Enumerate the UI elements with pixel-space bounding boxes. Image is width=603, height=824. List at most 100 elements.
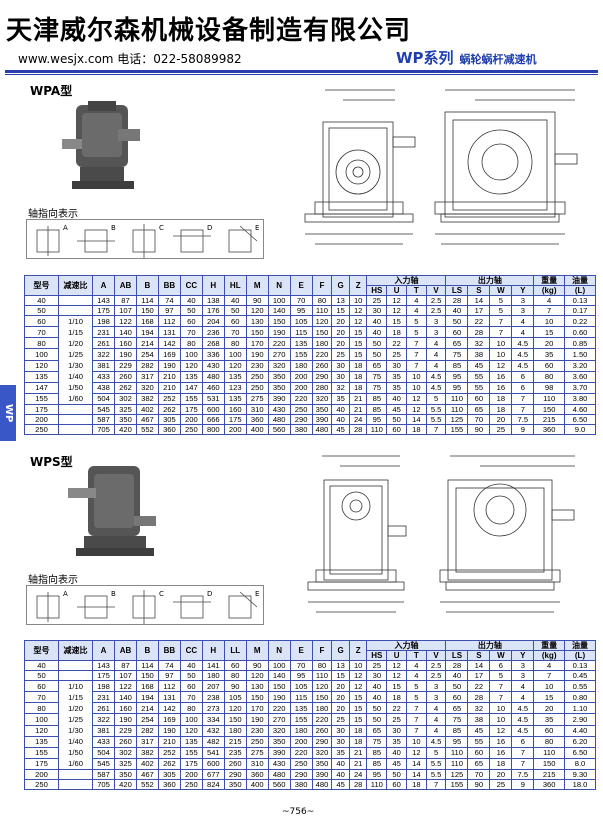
table-cell: 310 (245, 757, 269, 771)
cell-model: 70 (23, 691, 60, 704)
table-cell: 80 (179, 337, 203, 350)
table-cell: 50 (386, 769, 407, 780)
table-cell: 65 (445, 702, 469, 715)
table-cell: 14 (467, 295, 491, 306)
table-cell: 3 (425, 314, 447, 328)
cell-model: 100 (23, 348, 60, 361)
table-cell: 65 (366, 359, 388, 372)
wpa-header-l: (L) (564, 285, 596, 296)
table-cell: 5 (405, 691, 427, 704)
table-cell: 2.5 (425, 305, 447, 316)
table-cell: 360 (245, 414, 269, 425)
table-cell: 230 (245, 359, 269, 372)
table-cell: 28 (467, 326, 491, 339)
table-cell: 168 (135, 679, 159, 693)
wps-header-hs: HS (366, 650, 388, 661)
table-cell: 0.22 (564, 314, 596, 328)
table-cell: 110 (445, 757, 469, 771)
table-cell: 3 (425, 691, 447, 704)
table-cell: 3.70 (564, 381, 596, 394)
table-cell: 14 (405, 414, 427, 425)
wps-axis-letter-a: A (63, 590, 68, 598)
table-cell: 5 (489, 670, 513, 681)
table-cell: 15 (348, 691, 368, 704)
table-cell: 6.20 (564, 735, 596, 748)
table-cell: 110 (311, 305, 333, 316)
table-cell: 100 (267, 295, 291, 306)
table-cell: 3.20 (564, 359, 596, 372)
table-cell: 70 (289, 295, 313, 306)
wpa-header-t: T (405, 285, 427, 296)
table-cell: 190 (114, 713, 137, 726)
table-cell: 50 (223, 305, 247, 316)
wps-header-output-shaft: 出力轴 (445, 640, 535, 651)
table-cell: 4.5 (425, 370, 447, 383)
table-cell: 180 (311, 702, 333, 715)
cell-model: 135 (23, 370, 60, 383)
table-cell: 4 (533, 660, 566, 671)
table-cell: 3 (511, 305, 535, 316)
cell-model: 80 (23, 702, 60, 715)
table-cell: 282 (135, 359, 159, 372)
table-cell: 30 (386, 359, 407, 372)
table-cell: 45 (386, 404, 407, 415)
table-cell: 20 (533, 337, 566, 350)
table-cell: 15 (533, 691, 566, 704)
table-cell: 322 (92, 713, 116, 726)
cell-ratio-empty (58, 769, 94, 780)
table-cell: 40 (331, 414, 350, 425)
table-cell: 18 (348, 735, 368, 748)
table-cell: 5 (405, 326, 427, 339)
table-cell: 30 (331, 724, 350, 737)
table-cell: 110 (445, 404, 469, 415)
table-cell: 250 (245, 370, 269, 383)
wpa-axis-letter-a: A (63, 224, 68, 232)
table-cell: 12 (386, 295, 407, 306)
table-cell: 12 (405, 404, 427, 415)
table-cell: 480 (311, 424, 333, 435)
table-cell: 4 (425, 359, 447, 372)
table-cell: 14 (405, 757, 427, 771)
wps-header-a: A (92, 640, 116, 661)
table-cell: 7 (511, 757, 535, 771)
table-cell: 30 (386, 724, 407, 737)
wpa-header-m: M (245, 275, 269, 296)
table-cell: 3 (511, 660, 535, 671)
table-cell: 7 (425, 779, 447, 790)
table-cell: 122 (114, 679, 137, 693)
table-cell: 60 (223, 314, 247, 328)
table-cell: 250 (245, 735, 269, 748)
table-cell: 80 (223, 670, 247, 681)
table-cell: 100 (179, 348, 203, 361)
ratio-value: 1/10 (68, 317, 83, 326)
table-cell: 290 (311, 370, 333, 383)
table-cell: 110 (366, 424, 388, 435)
wpa-header-g: G (331, 275, 350, 296)
table-cell: 220 (289, 746, 313, 759)
table-cell: 150 (135, 670, 159, 681)
table-cell: 40 (331, 404, 350, 415)
table-cell: 198 (92, 679, 116, 693)
table-cell: 60 (467, 746, 491, 759)
wpa-header-s: S (467, 285, 491, 296)
table-cell: 480 (311, 779, 333, 790)
table-cell: 390 (311, 769, 333, 780)
table-cell: 250 (289, 757, 313, 771)
table-cell: 120 (311, 314, 333, 328)
table-cell: 10 (348, 660, 368, 671)
table-cell: 7 (405, 359, 427, 372)
table-cell: 25 (331, 348, 350, 361)
table-cell: 20 (489, 414, 513, 425)
ratio-value: 1/25 (68, 350, 83, 359)
table-cell: 143 (92, 295, 116, 306)
table-cell: 4 (425, 724, 447, 737)
table-cell: 7 (425, 424, 447, 435)
table-cell: 4 (511, 314, 535, 328)
